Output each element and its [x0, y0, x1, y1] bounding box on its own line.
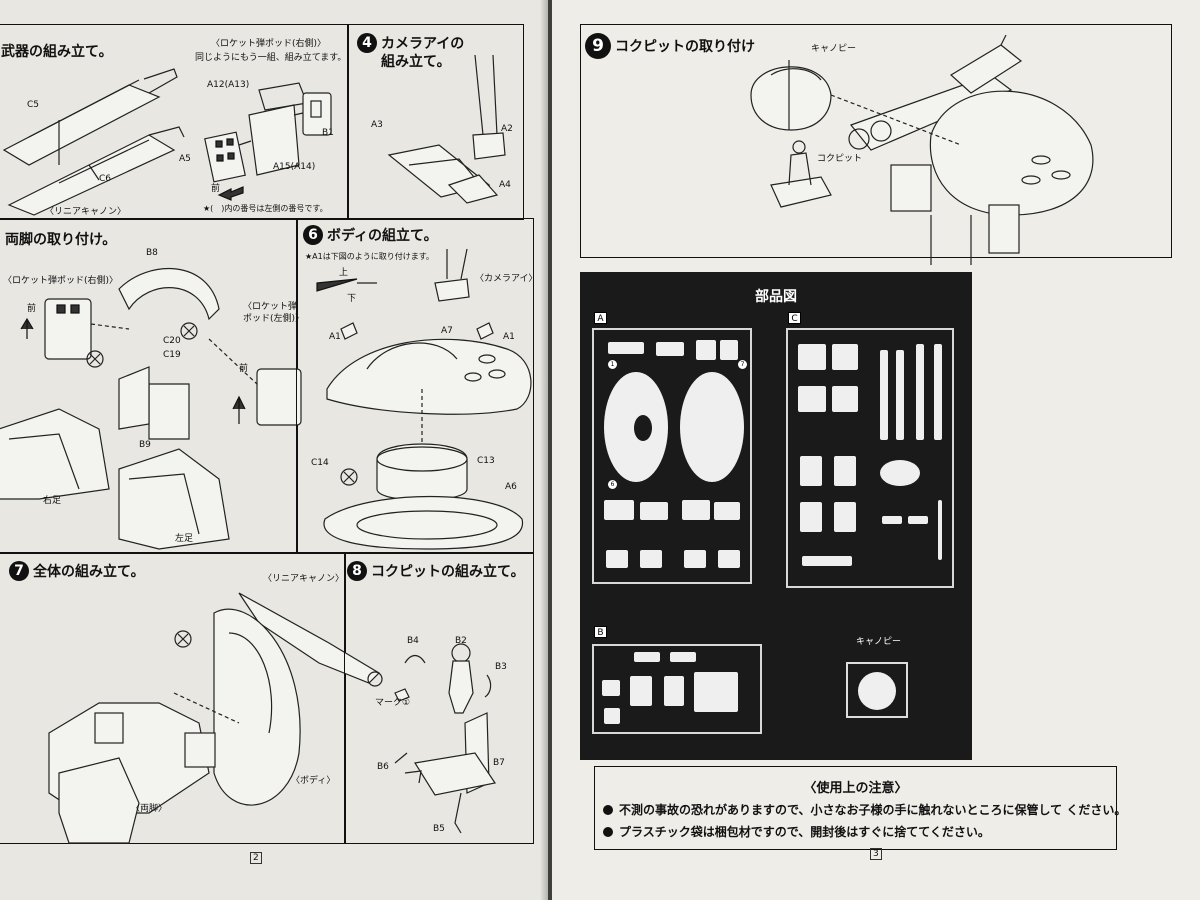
step4-title-line1: カメラアイの [381, 36, 465, 52]
part-b7: B7 [493, 758, 505, 768]
step4-title-line2: 組み立て。 [381, 54, 451, 70]
caution-box: 〈使用上の注意〉 不測の事故の恐れがありますので、小さなお子様の手に触れないとこ… [594, 766, 1126, 850]
part-b8: B8 [146, 248, 158, 258]
canopy-part [846, 662, 908, 718]
pod-left-caption-1: 〈ロケット弾 [243, 302, 298, 312]
sprue-c-tag: C [788, 312, 801, 324]
pod-note: 同じようにもう一組、組み立てます。 [195, 53, 347, 63]
sprue-a: 1 6 7 [592, 328, 752, 584]
step6-title: ボディの組立て。 [327, 228, 438, 244]
pod-left-caption-2: ポッド(左側)〉 [243, 314, 305, 324]
step7-number: 7 [9, 561, 29, 581]
cannon-label: 〈リニアキャノン〉 [263, 574, 345, 584]
part-b1: B1 [322, 128, 334, 138]
part-a12: A12(A13) [207, 80, 250, 90]
sprue-a-tag: A [594, 312, 607, 324]
step4-number: 4 [357, 33, 377, 53]
canopy-part-label: キャノピー [856, 637, 902, 647]
part-a15: A15(A14) [273, 162, 316, 172]
pod-right-caption: 〈ロケット弾ポッド(右側)〉 [3, 276, 119, 286]
page-number-left: 2 [250, 852, 262, 864]
camera-eye-drawing [387, 54, 506, 204]
body-label: 〈ボディ〉 [291, 776, 336, 786]
part-a3: A3 [371, 120, 383, 130]
part-c19: C19 [163, 350, 181, 360]
footnote: ★( )内の番号は左側の番号です。 [203, 204, 328, 213]
front-label: 前 [211, 184, 221, 194]
step3-title: 武器の組み立て。 [1, 44, 113, 60]
right-foot-label: 右足 [43, 496, 62, 506]
part-a1-right: A1 [503, 332, 515, 342]
caution-line-2: プラスチック袋は梱包材ですので、開封後はすぐに捨ててください。 [619, 825, 990, 839]
bullet-icon [603, 804, 613, 815]
part-c14: C14 [311, 458, 329, 468]
cannon-caption: 〈リニアキャノン〉 [45, 207, 127, 217]
part-a4: A4 [499, 180, 511, 190]
caution-title: 〈使用上の注意〉 [803, 781, 908, 796]
part-c5: C5 [27, 100, 40, 110]
step8-title: コクピットの組み立て。 [371, 564, 525, 580]
up-label: 上 [339, 268, 349, 278]
left-foot-label: 左足 [175, 534, 194, 544]
step9-title: コクピットの取り付け [615, 39, 755, 55]
rocket-pod-drawing [204, 82, 332, 183]
camera-label: 〈カメラアイ〉 [475, 274, 538, 284]
front-arrow-icon [217, 186, 244, 201]
part-a2: A2 [501, 124, 513, 134]
sprue-b [592, 644, 762, 734]
cannon-drawing [2, 68, 185, 216]
step7-title: 全体の組み立て。 [33, 564, 145, 580]
parts-chart: 部品図 A 1 6 7 C [580, 272, 972, 760]
step6-note: ★A1は下図のように取り付けます。 [305, 252, 434, 261]
step9-number: 9 [585, 33, 611, 59]
down-label: 下 [347, 294, 357, 304]
part-c13: C13 [477, 456, 495, 466]
part-a6: A6 [505, 482, 517, 492]
front-label-5b: 前 [239, 364, 249, 374]
sprue-c [786, 328, 954, 588]
page-number-right: 3 [870, 848, 882, 860]
pod-caption: 〈ロケット弾ポッド(右側)〉 [211, 39, 327, 49]
part-b2: B2 [455, 636, 467, 646]
part-a7: A7 [441, 326, 453, 336]
front-label-5a: 前 [27, 304, 37, 314]
part-a5: A5 [179, 154, 191, 164]
step3-panel: 武器の組み立て。 〈ロケット弾ポッド(右側)〉 同じようにもう一組、組み立てます… [0, 24, 348, 220]
part-c20: C20 [163, 336, 181, 346]
part-b4: B4 [407, 636, 419, 646]
part-a1-left: A1 [329, 332, 341, 342]
part-b9: B9 [139, 440, 151, 450]
caution-line-1: 不測の事故の恐れがありますので、小さなお子様の手に触れないところに保管して くだ… [619, 803, 1127, 817]
legs-label: 〈両脚〉 [131, 804, 168, 814]
sprue-b-tag: B [594, 626, 607, 638]
cockpit-assembly-drawing [394, 643, 496, 834]
cockpit-label: コクピット [817, 154, 863, 164]
full-assembly-drawing [48, 592, 383, 844]
part-b6: B6 [377, 762, 389, 772]
bullet-icon [603, 826, 613, 837]
step6-number: 6 [303, 225, 323, 245]
legs-drawing [0, 267, 302, 550]
part-b5: B5 [433, 824, 445, 834]
canopy-label: キャノピー [811, 44, 857, 54]
mark-label: マーク① [375, 698, 411, 708]
part-b3: B3 [495, 662, 507, 672]
parts-chart-title: 部品図 [755, 289, 797, 305]
body-drawing [316, 248, 532, 550]
step8-number: 8 [347, 561, 367, 581]
left-page: 武器の組み立て。 〈ロケット弾ポッド(右側)〉 同じようにもう一組、組み立てます… [0, 0, 548, 900]
step5-title: 両脚の取り付け。 [5, 232, 117, 248]
step5-panel: 両脚の取り付け。 〈ロケット弾ポッド(右側)〉 〈ロケット弾 ポッド(左側)〉 … [0, 218, 304, 554]
part-c6: C6 [99, 174, 112, 184]
cockpit-attach-drawing [750, 34, 1094, 265]
